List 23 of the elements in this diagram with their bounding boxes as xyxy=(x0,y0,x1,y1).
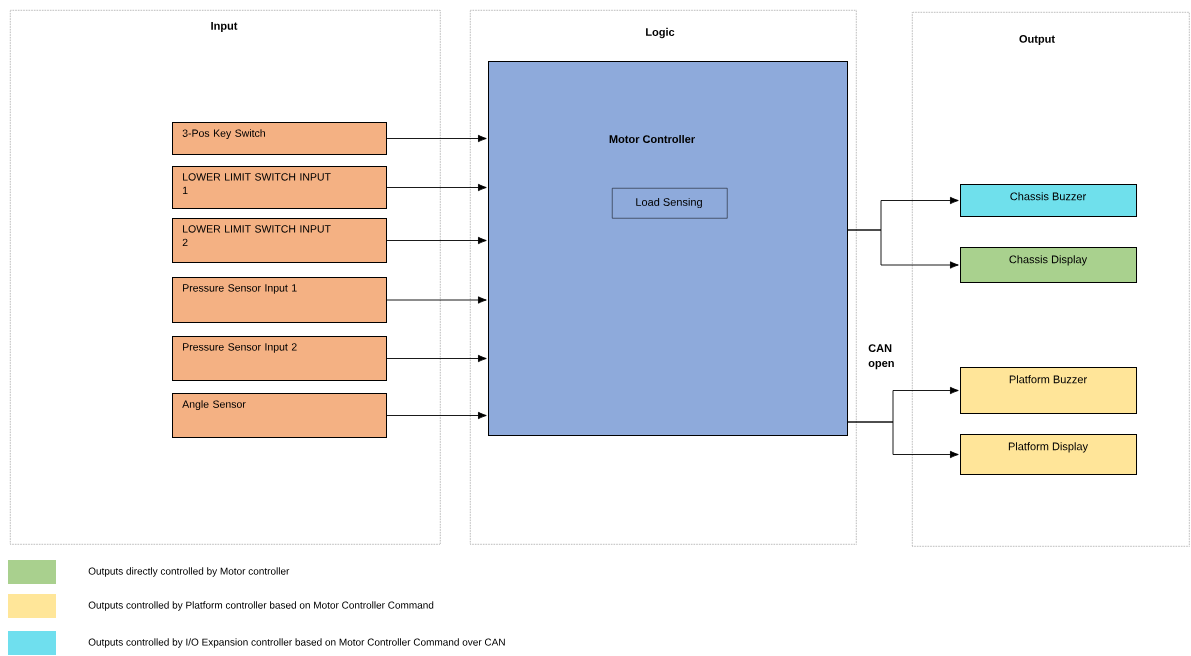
arrow xyxy=(386,183,487,192)
input-box: LOWER LIMIT SWITCH INPUT 2 xyxy=(172,218,387,263)
input-box: LOWER LIMIT SWITCH INPUT 1 xyxy=(172,166,387,209)
output-box: Platform Buzzer xyxy=(960,367,1137,414)
output-box: Chassis Buzzer xyxy=(960,184,1137,217)
arrow xyxy=(386,354,487,363)
legend-text: Outputs controlled by Platform controller based on Motor Controller Command xyxy=(88,601,434,611)
output-box: Platform Display xyxy=(960,434,1137,475)
arrow xyxy=(386,236,487,245)
input-box: Pressure Sensor Input 2 xyxy=(172,336,387,381)
legend-text: Outputs controlled by I/O Expansion controller based on Motor Controller Command over CAN xyxy=(88,638,505,648)
arrow xyxy=(847,229,959,269)
input-box: Pressure Sensor Input 1 xyxy=(172,277,387,323)
legend-text: Outputs directly controlled by Motor controller xyxy=(88,567,290,577)
arrow xyxy=(386,296,487,304)
bus-label: CAN open xyxy=(868,344,894,370)
arrow xyxy=(386,411,487,420)
output-box: Chassis Display xyxy=(960,247,1137,283)
input-box: Angle Sensor xyxy=(172,393,387,438)
arrow xyxy=(386,134,487,143)
function-box: Load Sensing xyxy=(612,188,728,219)
input-box: 3-Pos Key Switch xyxy=(172,122,387,155)
arrow xyxy=(847,421,959,459)
